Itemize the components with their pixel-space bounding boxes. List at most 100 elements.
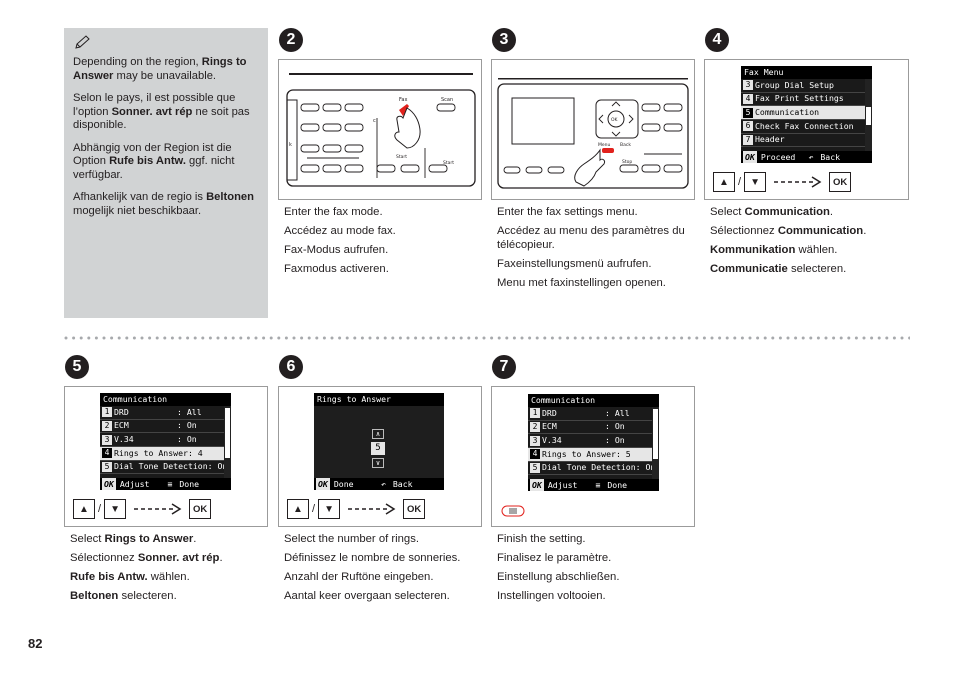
note-paragraph-nl: Afhankelijk van de regio is Beltonen mog… xyxy=(73,191,254,217)
back-label: Back xyxy=(620,142,631,148)
lcd-title: Communication xyxy=(100,393,231,406)
page-number: 82 xyxy=(28,636,43,651)
instruction-en: Select Communication. xyxy=(710,206,834,218)
instruction-fr: Sélectionnez Sonner. avt rép. xyxy=(70,552,223,565)
fax-label: Fax xyxy=(399,97,407,103)
lcd-title: Communication xyxy=(528,394,659,407)
menu-label: Menu xyxy=(598,142,611,148)
instruction-en: Select Rings to Answer. xyxy=(70,533,197,545)
lcd-title: Fax Menu xyxy=(741,66,872,79)
k-label: k xyxy=(289,142,292,148)
ok-tag: OK xyxy=(743,151,757,163)
key-separator: / xyxy=(312,503,316,515)
step-7-instructions: Finish the setting. Finalisez le paramèt… xyxy=(497,533,693,609)
step-number-2: 2 xyxy=(279,28,303,52)
step-2-instructions: Enter the fax mode. Accédez au mode fax.… xyxy=(284,206,474,282)
stop-label: Stop xyxy=(622,159,632,165)
instruction-nl: Faxmodus activeren. xyxy=(284,263,389,276)
back-icon: ↶ xyxy=(381,479,391,489)
ok-key: OK xyxy=(829,172,852,192)
step-2-illustration: Fax Scan Start Start c k xyxy=(278,59,482,200)
instruction-nl: Instellingen voltooien. xyxy=(497,590,606,603)
lcd-scrollbar xyxy=(652,407,659,479)
down-arrow-key: ▼ xyxy=(318,499,341,519)
note-paragraph-de: Abhängig von der Region ist die Option R… xyxy=(73,141,235,181)
control-panel-fax-illustration: Fax Scan Start Start c k xyxy=(286,73,476,187)
instruction-de: Rufe bis Antw. wählen. xyxy=(70,571,190,584)
dashed-arrow-icon xyxy=(774,176,822,188)
instruction-nl: Menu met faxinstellingen openen. xyxy=(497,276,666,289)
step-number-3: 3 xyxy=(492,28,516,52)
down-arrow-key: ▼ xyxy=(744,172,767,192)
instruction-fr: Définissez le nombre de sonneries. xyxy=(284,552,461,565)
start-label: Start xyxy=(396,154,407,160)
instruction-de: Faxeinstellungsmenü aufrufen. xyxy=(497,257,652,270)
step-number-6: 6 xyxy=(279,355,303,379)
note-paragraph-fr: Selon le pays, il est possible que l’opt… xyxy=(73,92,250,131)
instruction-nl: Communicatie selecteren. xyxy=(710,263,847,276)
ok-button-label: OK xyxy=(611,117,619,123)
instruction-en: Enter the fax settings menu. xyxy=(497,206,638,218)
scan-label: Scan xyxy=(441,97,453,103)
done-icon: ≡ xyxy=(595,480,606,490)
up-arrow-key: ▲ xyxy=(287,499,309,519)
instruction-de: Anzahl der Ruftöne eingeben. xyxy=(284,571,434,584)
instruction-fr: Accédez au mode fax. xyxy=(284,225,396,238)
step-3-instructions: Enter the fax settings menu. Accédez au … xyxy=(497,206,693,296)
control-panel-menu-illustration: OK Menu Back Stop xyxy=(497,78,689,189)
start-label-2: Start xyxy=(443,160,454,166)
lcd-scrollbar xyxy=(865,79,872,151)
pencil-icon xyxy=(75,35,90,49)
step-number-5: 5 xyxy=(65,355,89,379)
instruction-fr: Accédez au menu des paramètres du téléco… xyxy=(497,225,685,251)
c-label: c xyxy=(373,118,376,124)
ok-key: OK xyxy=(403,499,426,519)
instruction-de: Einstellung abschließen. xyxy=(497,571,620,584)
instruction-nl: Aantal keer overgaan selecteren. xyxy=(284,590,450,603)
ok-key: OK xyxy=(189,499,212,519)
increment-arrow-icon: ∧ xyxy=(372,429,384,439)
lcd-title: Rings to Answer xyxy=(314,393,444,406)
ok-tag: OK xyxy=(102,478,116,490)
instruction-nl: Beltonen selecteren. xyxy=(70,590,177,603)
key-separator: / xyxy=(98,503,102,515)
ok-tag: OK xyxy=(316,478,330,490)
step-4-instructions: Select Communication. Sélectionnez Commu… xyxy=(710,206,906,282)
ok-tag: OK xyxy=(530,479,544,491)
step-5-instructions: Select Rings to Answer. Sélectionnez Son… xyxy=(70,533,266,609)
step-5-key-sequence: ▲ / ▼ OK xyxy=(73,499,212,519)
dotted-separator xyxy=(64,336,910,340)
done-button-icon xyxy=(501,505,525,517)
step-6-key-sequence: ▲ / ▼ OK xyxy=(287,499,426,519)
step-number-4: 4 xyxy=(705,28,729,52)
instruction-en: Select the number of rings. xyxy=(284,533,420,545)
note-paragraph-en: Depending on the region, Rings to Answer… xyxy=(73,56,247,82)
decrement-arrow-icon: ∨ xyxy=(372,458,384,468)
dashed-arrow-icon xyxy=(134,503,182,515)
step-3-illustration: OK Menu Back Stop xyxy=(491,59,695,200)
step-6-instructions: Select the number of rings. Définissez l… xyxy=(284,533,480,609)
key-separator: / xyxy=(738,176,742,188)
done-icon: ≡ xyxy=(167,479,178,489)
instruction-en: Finish the setting. xyxy=(497,533,586,545)
